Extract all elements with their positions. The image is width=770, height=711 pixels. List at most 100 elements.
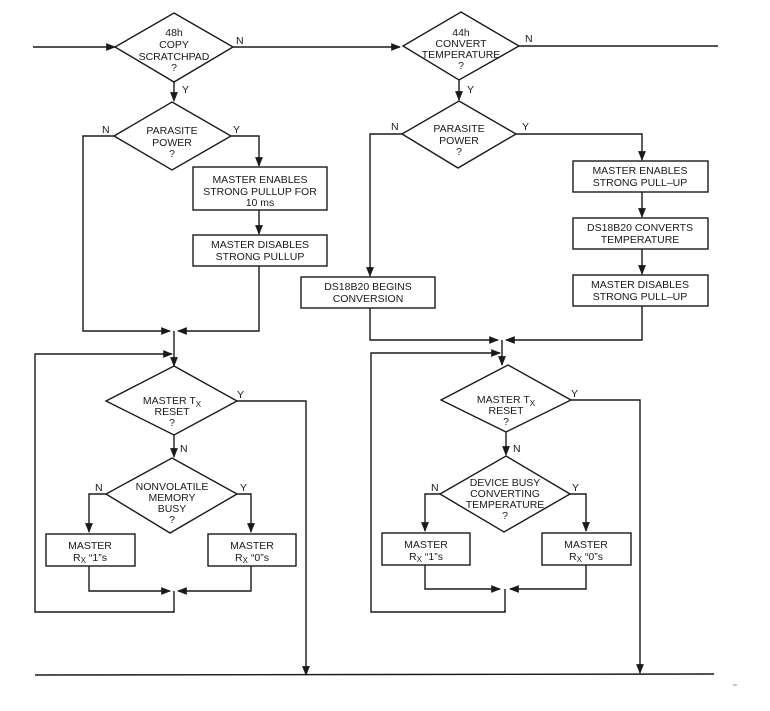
process-text: MASTER DISABLES [591, 279, 689, 291]
decision-text: COPY [159, 39, 189, 51]
decision-text: ? [456, 146, 462, 158]
decision-text: PARASITE [433, 123, 484, 135]
no-label: N [431, 482, 439, 494]
process-rx-ones-right: MASTER RX “1”s [381, 532, 471, 566]
pp-yes-arrow [231, 135, 263, 167]
begins-merge-arrow [369, 308, 499, 344]
decision-diamond [104, 457, 239, 534]
process-rx-zeros-left: MASTER RX “0”s [207, 533, 297, 567]
decision-text: RESET [154, 406, 190, 418]
decision-parasite-power-left: PARASITE POWER ? N Y [102, 101, 240, 171]
process-text: CONVERSION [333, 293, 404, 305]
reset2-yes-arrow [571, 399, 644, 674]
rx0b-merge-arrow [509, 564, 587, 593]
pp2-yes-arrow [516, 133, 646, 161]
decision-diamond [401, 11, 521, 81]
rx0-merge-arrow [177, 566, 252, 595]
process-converts-temperature: DS18B20 CONVERTS TEMPERATURE [572, 217, 709, 250]
decision-text: POWER [152, 137, 192, 149]
decision-tx-reset-right: MASTER TX RESET ? Y N [439, 364, 578, 455]
process-box [572, 160, 709, 193]
decision-text: ? [458, 60, 464, 72]
process-text: RX “0”s [235, 552, 269, 565]
decision-diamond [113, 12, 235, 83]
process-text: DS18B20 CONVERTS [587, 222, 693, 234]
decision-text: ? [169, 148, 175, 160]
rx1-merge-arrow [88, 566, 171, 595]
decision-text: ? [171, 62, 177, 74]
decision-diamond [112, 101, 233, 171]
process-text: RX “0”s [569, 551, 603, 564]
no-label: N [180, 443, 188, 455]
decision-text: ? [502, 510, 508, 522]
decision-text: MASTER TX [477, 394, 536, 408]
process-text: MASTER ENABLES [592, 165, 687, 177]
process-rx-ones-left: MASTER RX “1”s [45, 533, 136, 567]
decision-text: NONVOLATILE [136, 481, 209, 493]
process-disable-pullup: MASTER DISABLES STRONG PULLUP [192, 234, 328, 267]
process-box [572, 274, 709, 307]
process-text: RX “1”s [73, 552, 107, 565]
reset-yes-arrow [237, 400, 310, 676]
pp-no-arrow [82, 135, 171, 335]
decision-text: RESET [488, 405, 524, 417]
yes-label: Y [467, 84, 474, 96]
right-connectors [366, 45, 718, 674]
decision-copy-scratchpad: 48h COPY SCRATCHPAD ? N Y [113, 12, 244, 96]
yes-label: Y [237, 389, 244, 401]
yes-label: Y [522, 121, 529, 133]
decision-text: CONVERTING [470, 488, 540, 500]
decision-text: MASTER TX [143, 395, 202, 409]
busy-yes-arrow [570, 493, 590, 532]
disable-to-merge-arrow [177, 266, 260, 335]
process-text: RX “1”s [409, 551, 443, 564]
process-text: MASTER ENABLES [212, 174, 307, 186]
decision-text: TEMPERATURE [422, 49, 501, 61]
process-text: TEMPERATURE [601, 234, 680, 246]
rx1b-merge-arrow [424, 564, 501, 593]
process-box [300, 276, 436, 309]
decision-text: DEVICE BUSY [470, 477, 541, 489]
process-box [192, 234, 328, 267]
decision-text: 44h [452, 27, 470, 39]
decision-diamond [104, 365, 239, 436]
process-box [207, 533, 297, 567]
process-text: STRONG PULLUP FOR [203, 186, 317, 198]
process-text: STRONG PULL–UP [593, 291, 688, 303]
yes-label: Y [240, 482, 247, 494]
yes-label: Y [572, 482, 579, 494]
decision-text: PARASITE [146, 125, 197, 137]
decision-diamond [400, 100, 518, 169]
process-text: MASTER DISABLES [211, 239, 309, 251]
nv-yes-arrow [237, 493, 255, 533]
yes-label: Y [233, 124, 240, 136]
process-text: MASTER [230, 540, 274, 552]
decision-diamond [439, 364, 573, 433]
decision-text: 48h [165, 27, 183, 39]
decision-nonvolatile-busy: NONVOLATILE MEMORY BUSY ? N Y [95, 457, 247, 534]
decision-text: SCRATCHPAD [139, 51, 210, 63]
exit-line [34, 673, 715, 676]
process-text: STRONG PULL–UP [593, 177, 688, 189]
no-label: N [391, 121, 399, 133]
process-box [192, 166, 328, 211]
decision-text: BUSY [158, 503, 187, 515]
process-enable-pullup: MASTER ENABLES STRONG PULLUP FOR 10 ms [192, 166, 328, 211]
process-text: MASTER [68, 540, 112, 552]
yes-label: Y [571, 388, 578, 400]
decision-device-busy: DEVICE BUSY CONVERTING TEMPERATURE ? N Y [431, 455, 579, 533]
yes-label: Y [182, 84, 189, 96]
process-text: STRONG PULLUP [216, 251, 305, 263]
decision-text: TEMPERATURE [466, 499, 545, 511]
decision-text: MEMORY [148, 492, 195, 504]
left-connectors [33, 43, 401, 676]
decision-diamond [438, 455, 572, 533]
decision-text: POWER [439, 135, 479, 147]
no-label: N [95, 482, 103, 494]
process-box [45, 533, 136, 567]
process-text: MASTER [404, 539, 448, 551]
decision-tx-reset-left: MASTER TX RESET ? Y N [104, 365, 244, 455]
decision-text: ? [169, 417, 175, 429]
process-rx-zeros-right: MASTER RX “0”s [541, 532, 632, 566]
